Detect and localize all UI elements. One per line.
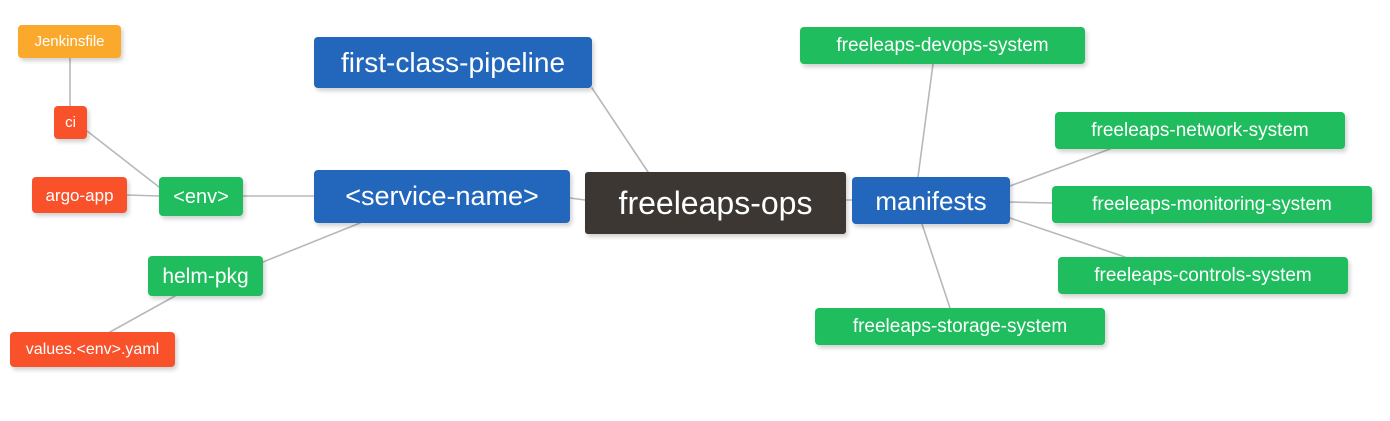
node-manifests[interactable]: manifests: [852, 177, 1010, 224]
node-label-service-name: <service-name>: [345, 181, 539, 211]
edge-helm-pkg-to-values-yaml: [109, 295, 176, 333]
node-argo-app[interactable]: argo-app: [32, 177, 127, 213]
node-ci[interactable]: ci: [54, 106, 87, 139]
node-label-network-system: freeleaps-network-system: [1091, 120, 1309, 141]
node-env[interactable]: <env>: [159, 177, 243, 216]
edge-service-name-to-freeleaps-ops: [569, 197, 586, 201]
node-values-yaml[interactable]: values.<env>.yaml: [10, 332, 175, 367]
edge-manifests-to-devops-system: [917, 63, 934, 178]
node-label-controls-system: freeleaps-controls-system: [1094, 265, 1312, 286]
node-label-env: <env>: [173, 185, 229, 208]
node-monitoring-system[interactable]: freeleaps-monitoring-system: [1052, 186, 1372, 223]
node-devops-system[interactable]: freeleaps-devops-system: [800, 27, 1085, 64]
node-first-class-pipeline[interactable]: first-class-pipeline: [314, 37, 592, 88]
node-label-values-yaml: values.<env>.yaml: [25, 340, 160, 358]
edge-first-class-pipeline-to-freeleaps-ops: [591, 87, 649, 173]
edge-manifests-to-monitoring-system: [1009, 201, 1053, 204]
node-label-manifests: manifests: [875, 185, 987, 216]
edge-manifests-to-network-system: [1009, 148, 1111, 187]
node-label-helm-pkg: helm-pkg: [162, 264, 249, 288]
edge-manifests-to-storage-system: [921, 223, 951, 309]
node-controls-system[interactable]: freeleaps-controls-system: [1058, 257, 1348, 294]
node-network-system[interactable]: freeleaps-network-system: [1055, 112, 1345, 149]
node-service-name[interactable]: <service-name>: [314, 170, 570, 223]
node-label-devops-system: freeleaps-devops-system: [836, 35, 1049, 56]
node-freeleaps-ops[interactable]: freeleaps-ops: [585, 172, 846, 234]
node-label-ci: ci: [65, 114, 76, 131]
node-label-freeleaps-ops: freeleaps-ops: [618, 185, 813, 221]
node-label-first-class-pipeline: first-class-pipeline: [340, 46, 566, 78]
node-label-argo-app: argo-app: [45, 185, 114, 205]
edge-argo-app-to-env: [126, 194, 160, 197]
node-jenkinsfile[interactable]: Jenkinsfile: [18, 25, 121, 58]
node-storage-system[interactable]: freeleaps-storage-system: [815, 308, 1105, 345]
node-helm-pkg[interactable]: helm-pkg: [148, 256, 263, 296]
node-label-monitoring-system: freeleaps-monitoring-system: [1092, 194, 1332, 215]
edge-service-name-to-helm-pkg: [262, 222, 361, 263]
node-label-jenkinsfile: Jenkinsfile: [34, 33, 105, 50]
edge-manifests-to-controls-system: [1009, 217, 1126, 258]
node-label-storage-system: freeleaps-storage-system: [852, 316, 1068, 337]
